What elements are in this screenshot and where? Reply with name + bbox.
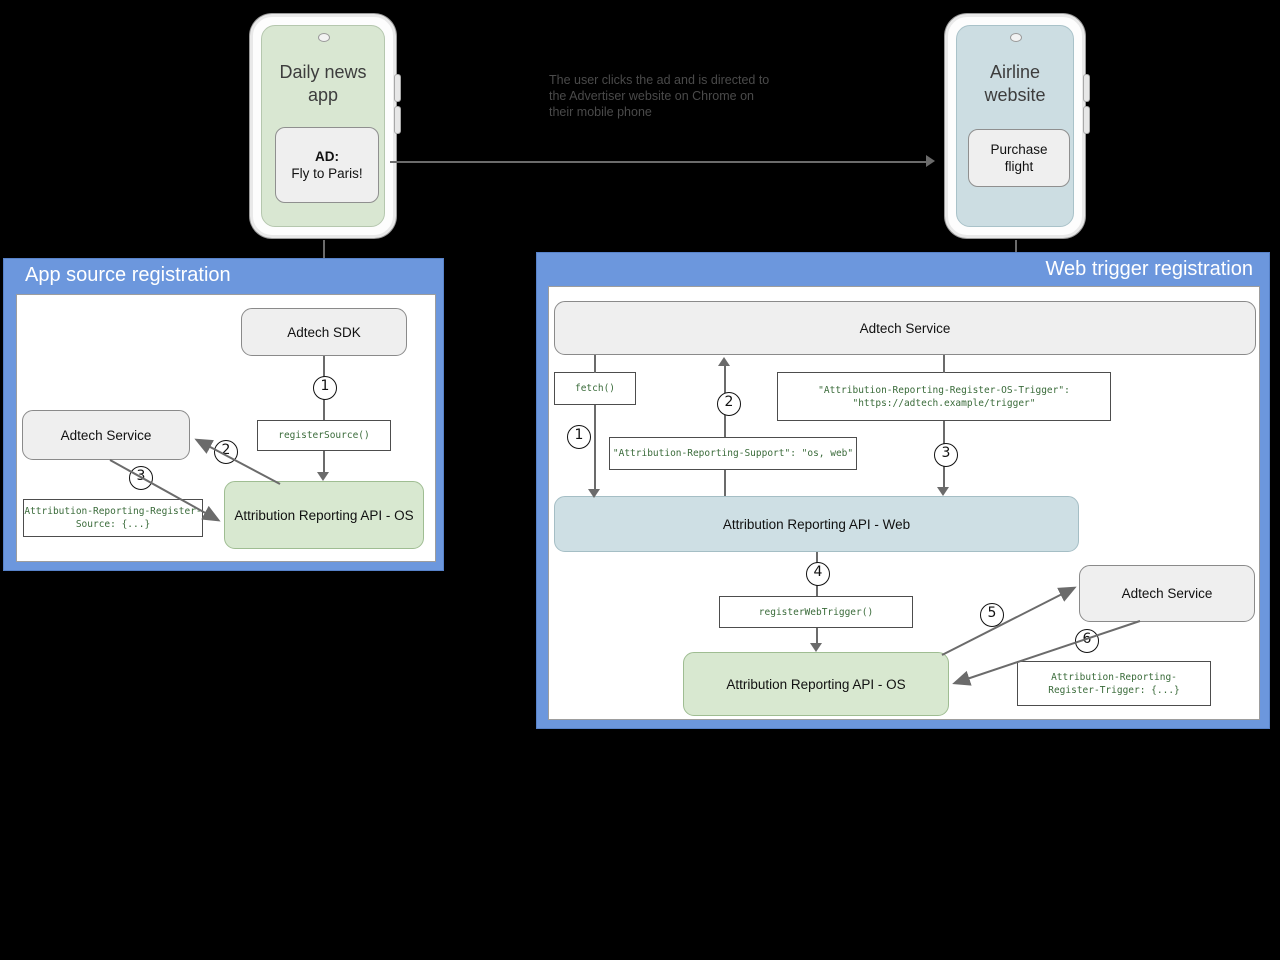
code-register-source: registerSource() [257, 420, 391, 451]
arrowhead-registerwebtrigger-to-araos [810, 643, 822, 652]
connector-service-to-ostrigger [943, 355, 945, 373]
step-marker-right-2: 2 [717, 392, 741, 416]
ad-card[interactable]: AD: Fly to Paris! [275, 127, 379, 203]
code-fetch-text: fetch() [574, 383, 616, 394]
node-ara-web-label: Attribution Reporting API - Web [722, 516, 911, 532]
panel-right-title: Web trigger registration [1045, 258, 1254, 280]
phone-power-button[interactable] [395, 107, 400, 133]
arrowhead-registersource-to-araos [317, 472, 329, 481]
node-adtech-service-bottom[interactable]: Adtech Service [1079, 565, 1255, 622]
phone-screen-right [956, 25, 1074, 227]
step-marker-right-4: 4 [806, 562, 830, 586]
node-ara-os-right[interactable]: Attribution Reporting API - OS [683, 652, 949, 716]
phone-camera-icon [318, 33, 330, 42]
node-adtech-service-top-label: Adtech Service [859, 320, 951, 336]
connector-registerwebtrigger-to-araos [816, 628, 818, 644]
connector-service-to-fetch [594, 355, 596, 373]
phone-left-title: Daily news app [279, 62, 367, 105]
node-adtech-service-bottom-label: Adtech Service [1121, 586, 1213, 601]
node-adtech-service-left[interactable]: Adtech Service [22, 410, 190, 460]
connector-fetch-to-araweb [594, 405, 596, 491]
node-ara-os-left-label: Attribution Reporting API - OS [234, 507, 414, 523]
phone-daily-news-app: Daily news app AD: Fly to Paris! [250, 14, 400, 238]
node-adtech-service-top[interactable]: Adtech Service [554, 301, 1256, 355]
connector-registersource-to-araos [323, 451, 325, 473]
code-register-trigger-header: Attribution-Reporting- Register-Trigger:… [1017, 661, 1211, 706]
step-marker-right-3: 3 [934, 443, 958, 467]
node-ara-os-right-label: Attribution Reporting API - OS [726, 676, 906, 692]
code-os-trigger-header-text: "Attribution-Reporting-Register-OS-Trigg… [818, 384, 1070, 409]
node-adtech-service-left-label: Adtech Service [60, 427, 152, 443]
code-support-header: "Attribution-Reporting-Support": "os, we… [609, 437, 857, 470]
step-marker-left-3: 3 [129, 466, 153, 490]
code-register-web-trigger-text: registerWebTrigger() [758, 606, 874, 618]
step-marker-right-1: 1 [567, 425, 591, 449]
phone-airline-website: Airline website Purchase flight [945, 14, 1089, 238]
purchase-flight-card[interactable]: Purchase flight [968, 129, 1070, 187]
code-register-web-trigger: registerWebTrigger() [719, 596, 913, 628]
ad-card-label: AD: [314, 149, 339, 164]
phone-camera-icon-right [1010, 33, 1022, 42]
code-register-source-header: Attribution-Reporting-Register- Source: … [23, 499, 203, 537]
step-marker-right-6: 6 [1075, 629, 1099, 653]
connector-ad-to-site [390, 161, 928, 163]
arrowhead-fetch-to-araweb [588, 489, 600, 498]
code-os-trigger-header: "Attribution-Reporting-Register-OS-Trigg… [777, 372, 1111, 421]
phone-volume-up-button-right[interactable] [1084, 75, 1089, 101]
node-ara-web[interactable]: Attribution Reporting API - Web [554, 496, 1079, 552]
ad-card-text: Fly to Paris! [291, 166, 363, 181]
code-register-source-text: registerSource() [278, 430, 370, 441]
node-adtech-sdk-label: Adtech SDK [287, 324, 361, 340]
arrowhead-ad-to-site [926, 155, 935, 167]
connector-araweb-to-support [724, 470, 726, 496]
node-ara-os-left[interactable]: Attribution Reporting API - OS [224, 481, 424, 549]
step-marker-left-1: 1 [313, 376, 337, 400]
phone-power-button-right[interactable] [1084, 107, 1089, 133]
code-fetch: fetch() [554, 372, 636, 405]
arrowhead-ostrigger-to-araweb [937, 487, 949, 496]
panel-left-title: App source registration [25, 264, 231, 286]
phone-volume-up-button[interactable] [395, 75, 400, 101]
node-adtech-sdk[interactable]: Adtech SDK [241, 308, 407, 356]
phone-right-title: Airline website [984, 62, 1046, 105]
code-register-source-header-text: Attribution-Reporting-Register- Source: … [24, 506, 202, 530]
arrowhead-support-to-service [718, 357, 730, 366]
code-register-trigger-header-text: Attribution-Reporting- Register-Trigger:… [1048, 671, 1180, 696]
step-marker-left-2: 2 [214, 440, 238, 464]
step-marker-right-5: 5 [980, 603, 1004, 627]
code-support-header-text: "Attribution-Reporting-Support": "os, we… [612, 448, 854, 459]
purchase-flight-label: Purchase flight [990, 142, 1048, 174]
flow-caption: The user clicks the ad and is directed t… [549, 73, 770, 119]
